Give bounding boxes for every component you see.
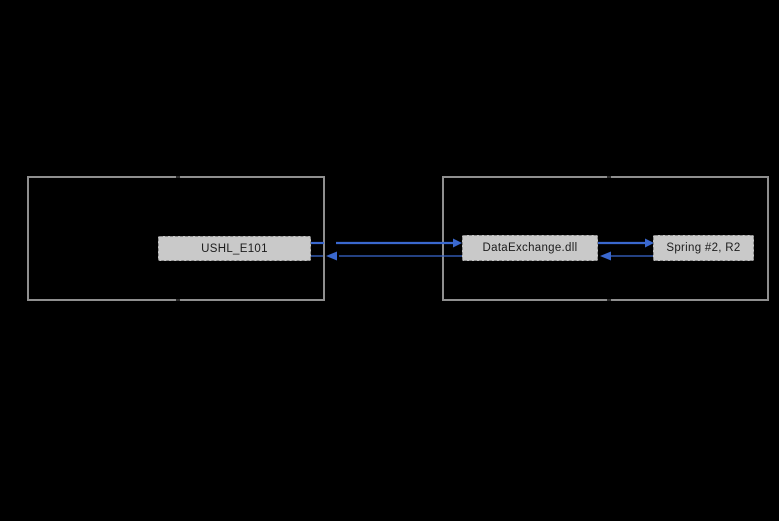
cluster-box-left [27, 176, 325, 301]
cluster-bottom-tick [607, 299, 611, 301]
node-dataexchange-dll[interactable]: DataExchange.dll [462, 235, 598, 261]
node-label: Spring #2, R2 [666, 242, 741, 254]
cluster-bottom-tick [176, 299, 180, 301]
node-ushl-e101[interactable]: USHL_E101 [158, 236, 311, 261]
node-label: DataExchange.dll [482, 242, 578, 254]
node-label: USHL_E101 [201, 242, 268, 255]
cluster-top-tick [607, 176, 611, 178]
edge-dataexchange-to-ushl [311, 251, 462, 261]
cluster-top-tick [176, 176, 180, 178]
arrowhead-left-icon [326, 251, 337, 261]
cluster-box-right [442, 176, 769, 301]
edge-ushl-to-dataexchange [311, 238, 462, 248]
node-spring-2-r2[interactable]: Spring #2, R2 [653, 235, 754, 261]
